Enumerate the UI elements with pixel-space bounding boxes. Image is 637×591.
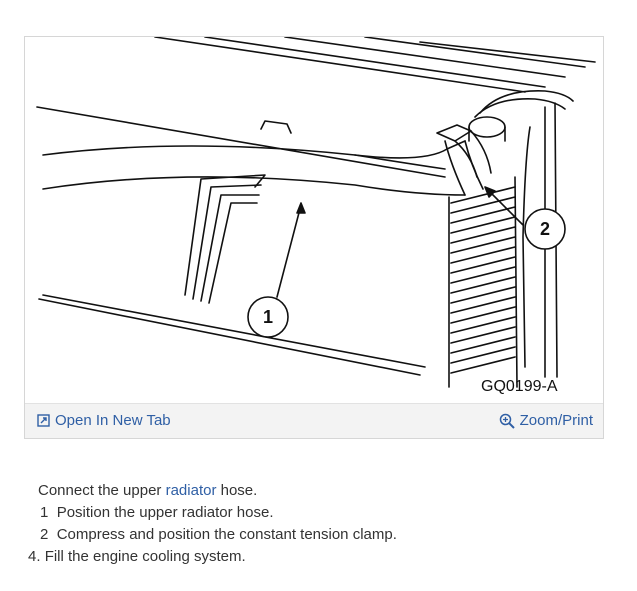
connect-prefix: Connect the upper	[38, 482, 166, 499]
sub-step-1: 1 Position the upper radiator hose.	[40, 504, 274, 521]
sub-step-text: Compress and position the constant tensi…	[56, 526, 397, 543]
magnifier-plus-icon	[499, 413, 515, 429]
figure-code: GQ0199-A	[481, 378, 558, 395]
step-number: 4.	[28, 548, 41, 565]
callout-2: 2	[524, 208, 566, 250]
zoom-print-label: Zoom/Print	[519, 412, 593, 429]
figure-container: 1 2 GQ0199-A Open In New Tab Zoom/Print	[24, 36, 604, 439]
connect-suffix: hose.	[216, 482, 258, 499]
svg-text:2: 2	[540, 219, 550, 239]
radiator-link[interactable]: radiator	[165, 482, 217, 499]
zoom-print-link[interactable]: Zoom/Print	[499, 412, 593, 429]
callout-1: 1	[247, 296, 289, 338]
radiator-hose-illustration: 1 2 GQ0199-A	[36, 37, 596, 395]
step-text: Fill the engine cooling system.	[44, 548, 246, 565]
sub-step-text: Position the upper radiator hose.	[56, 504, 274, 521]
figure-toolbar: Open In New Tab Zoom/Print	[25, 403, 603, 438]
external-tab-icon	[37, 414, 50, 427]
sub-step-2: 2 Compress and position the constant ten…	[40, 526, 397, 543]
sub-step-number: 1	[40, 504, 49, 521]
step-4: 4. Fill the engine cooling system.	[28, 548, 246, 565]
open-in-new-tab-label: Open In New Tab	[55, 412, 171, 429]
connect-hose-step: Connect the upper radiator hose.	[38, 482, 257, 499]
open-in-new-tab-link[interactable]: Open In New Tab	[37, 412, 171, 429]
svg-text:1: 1	[263, 307, 273, 327]
sub-step-number: 2	[40, 526, 49, 543]
